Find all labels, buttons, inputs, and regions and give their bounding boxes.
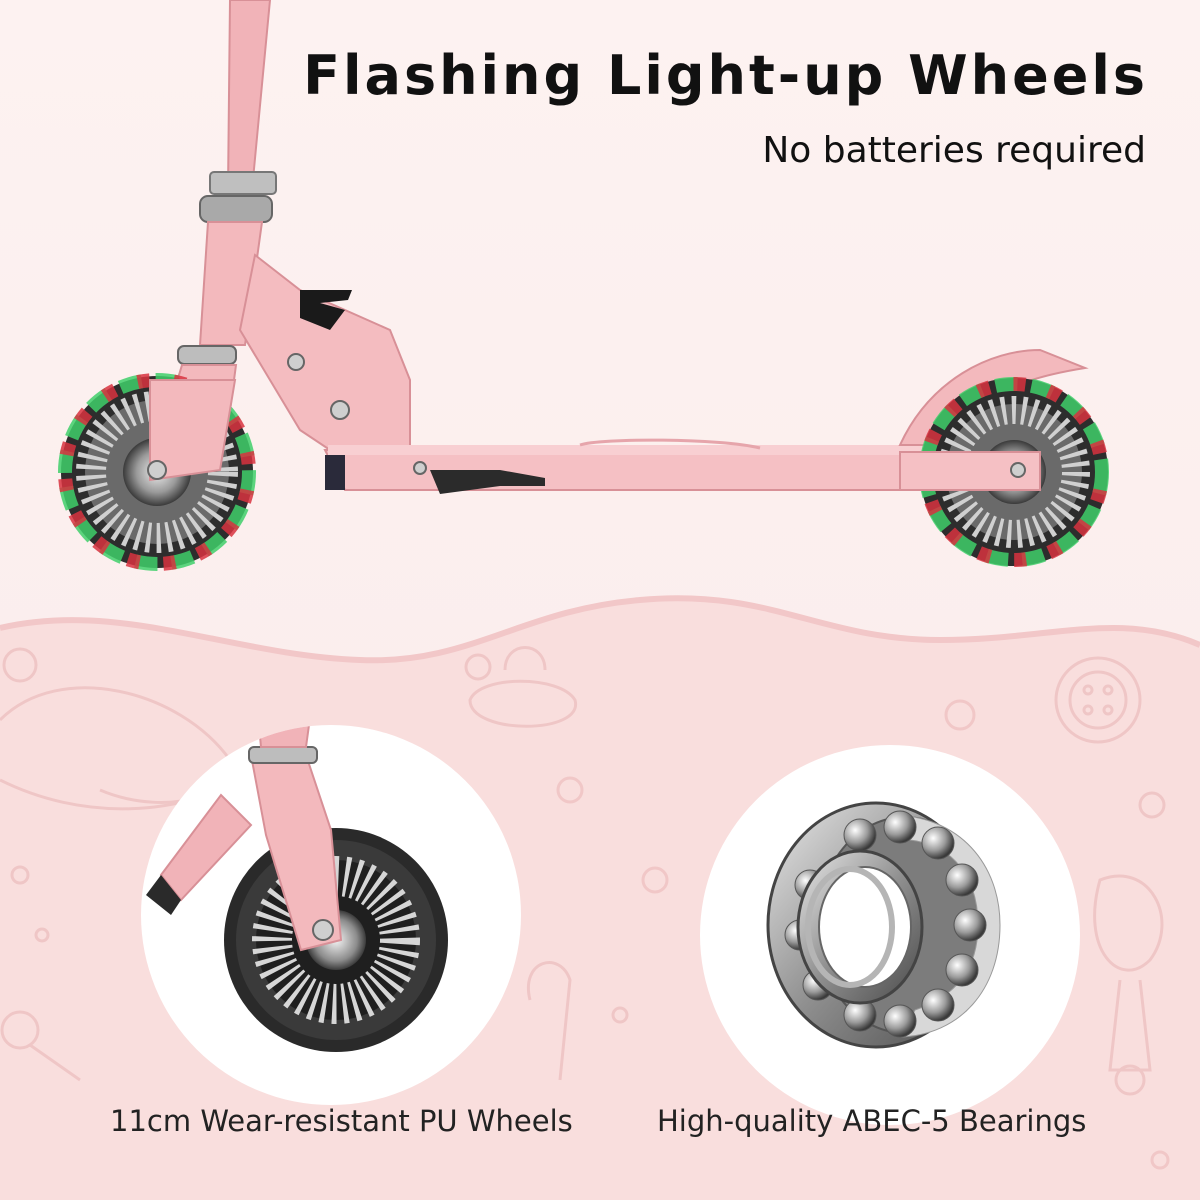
pu-wheels-caption: 11cm Wear-resistant PU Wheels xyxy=(110,1104,573,1138)
subheadline: No batteries required xyxy=(762,130,1146,171)
bearing-feature-circle xyxy=(700,745,1080,1125)
pu-wheel-feature-circle xyxy=(141,725,521,1105)
bearings-caption: High-quality ABEC-5 Bearings xyxy=(657,1104,1087,1138)
headline: Flashing Light-up Wheels xyxy=(303,44,1148,107)
abec-5-bearing-image xyxy=(766,801,1001,1049)
pu-wheel-closeup-image xyxy=(146,725,448,1052)
scooter-product-image xyxy=(58,0,1109,571)
